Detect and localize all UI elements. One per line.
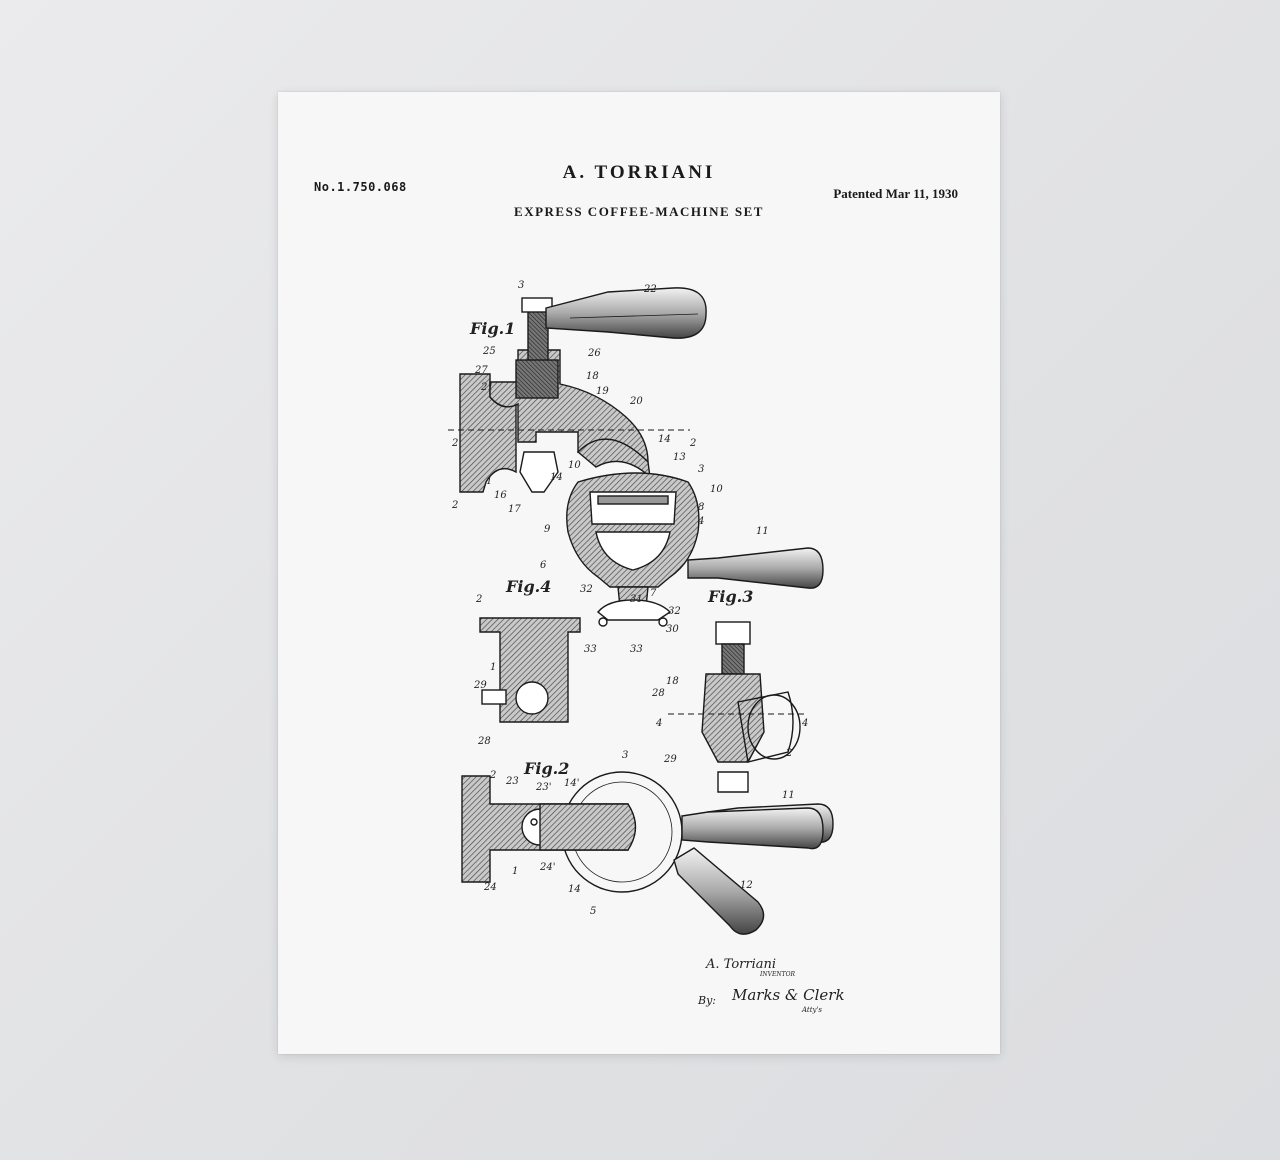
ref-num: 2 [689, 438, 696, 449]
ref-num: 27 [474, 365, 488, 376]
ref-num: 8 [698, 502, 704, 513]
fig2-label: Fig.2 [523, 759, 569, 778]
ref-num: 2 [475, 594, 482, 605]
ref-num: 6 [540, 560, 547, 571]
ref-num: 28 [477, 736, 491, 747]
reference-numerals: 3 22 25 26 27 21 18 19 20 2 14 2 13 3 10… [451, 280, 808, 917]
ref-num: 12 [740, 880, 753, 891]
patent-date: Patented Mar 11, 1930 [833, 186, 958, 201]
ref-num: 26 [587, 348, 601, 359]
ref-num: 31 [630, 594, 643, 605]
ref-num: 4 [801, 718, 808, 729]
figure-2 [461, 771, 824, 935]
ref-num: 7 [650, 588, 657, 599]
attorney-signature: Marks & Clerk [731, 986, 845, 1004]
ref-num: 3 [698, 464, 704, 475]
ref-num: 23' [535, 782, 551, 793]
attorney-role: Atty's [801, 1006, 822, 1014]
ref-num: 4 [655, 718, 662, 729]
ref-num: 14' [564, 778, 579, 789]
inventor-name: A. TORRIANI [562, 162, 716, 183]
ref-num: 29 [663, 754, 677, 765]
ref-num: 14 [658, 434, 671, 445]
ref-num: 22 [643, 284, 657, 295]
ref-num: 32 [580, 584, 593, 595]
ref-num: 14 [568, 884, 581, 895]
ref-num: 24 [483, 882, 497, 893]
ref-num: 33 [584, 644, 597, 655]
patent-number: No.1.750.068 [314, 180, 407, 194]
ref-num: 17 [508, 504, 521, 515]
figure-1 [448, 287, 824, 627]
patent-drawing: Fig.1 Fig.4 Fig.3 [448, 280, 845, 1014]
ref-num: 24' [539, 862, 555, 873]
ref-num: 20 [629, 396, 643, 407]
fig4-label: Fig.4 [505, 577, 551, 596]
fig3-label: Fig.3 [707, 587, 753, 606]
ref-num: 3 [518, 280, 524, 291]
ref-num: 1 [486, 476, 492, 487]
ref-num: 18 [586, 371, 599, 382]
ref-num: 13 [673, 452, 686, 463]
ref-num: 23 [505, 776, 519, 787]
fig1-label: Fig.1 [469, 319, 515, 338]
ref-num: 30 [666, 624, 679, 635]
ref-num: 10 [710, 484, 723, 495]
patent-poster: No.1.750.068 A. TORRIANI EXPRESS COFFEE-… [278, 92, 1000, 1054]
ref-num: 32 [668, 606, 681, 617]
ref-num: 2 [785, 748, 792, 759]
ref-num: 2 [451, 500, 458, 511]
ref-num: 25 [482, 346, 496, 357]
ref-num: 29 [473, 680, 487, 691]
ref-num: 4 [697, 516, 704, 527]
inventor-role: INVENTOR [759, 971, 796, 978]
ref-num: 2 [451, 438, 458, 449]
ref-num: 2 [489, 770, 496, 781]
inventor-signature: A. Torriani [705, 957, 776, 972]
ref-num: 11 [756, 526, 769, 537]
ref-num: 18 [666, 676, 679, 687]
figure-4 [479, 617, 581, 723]
ref-num: 19 [596, 386, 609, 397]
ref-num: 16 [494, 490, 507, 501]
ref-num: 5 [590, 906, 596, 917]
ref-num: 33 [630, 644, 643, 655]
ref-num: 28 [651, 688, 665, 699]
ref-num: 1 [512, 866, 518, 877]
ref-num: 10 [568, 460, 581, 471]
ref-num: 3 [622, 750, 628, 761]
ref-num: 14 [550, 472, 563, 483]
ref-num: 9 [544, 524, 551, 535]
signature-block: A. Torriani INVENTOR By: Marks & Clerk A… [697, 957, 845, 1014]
patent-title: EXPRESS COFFEE-MACHINE SET [514, 204, 764, 219]
ref-num: 1 [490, 662, 496, 673]
by-label: By: [697, 994, 716, 1007]
ref-num: 21 [480, 382, 494, 393]
ref-num: 11 [782, 790, 795, 801]
